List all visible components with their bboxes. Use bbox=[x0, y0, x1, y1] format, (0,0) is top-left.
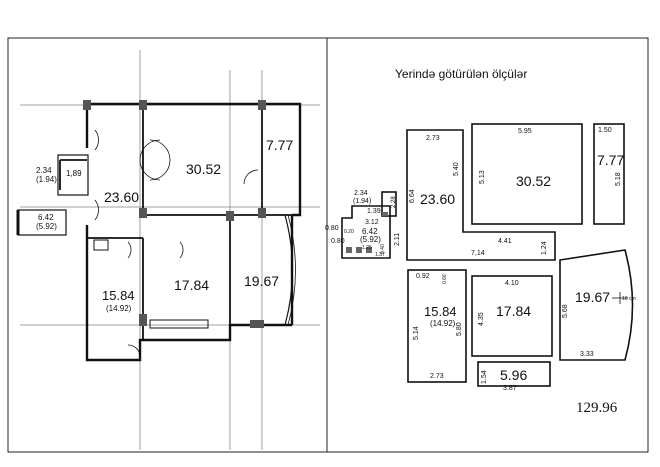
room-label-1-89: 1,89 bbox=[66, 169, 82, 178]
room-shape-6-42 bbox=[341, 205, 391, 259]
bathroom-outline bbox=[57, 154, 89, 196]
room-label-30-52: 30.52 bbox=[186, 161, 221, 177]
area-19-67: 19.67 bbox=[575, 289, 610, 305]
dim-a-top: 2.73 bbox=[426, 135, 440, 142]
dim-e-h: 1.25 bbox=[362, 245, 372, 251]
dim-e-e: 6.42 bbox=[362, 227, 378, 236]
dim-d-d: 2.28 bbox=[391, 196, 397, 208]
room-label-19-67: 19.67 bbox=[244, 273, 279, 289]
dim-c-right: 5.18 bbox=[615, 172, 622, 186]
dim-a-d3: 1.24 bbox=[541, 241, 548, 255]
room-label-5-92: (5.92) bbox=[36, 222, 57, 231]
plan-grid-lines bbox=[20, 50, 320, 450]
area-5-96: 5.96 bbox=[500, 367, 527, 383]
dim-c-top: 1.50 bbox=[598, 127, 612, 134]
dim-a-left: 6.64 bbox=[409, 189, 416, 203]
room-shape-19-67 bbox=[559, 249, 634, 361]
dim-i-bot: 3.87 bbox=[503, 385, 517, 392]
wall-hatches bbox=[83, 100, 266, 328]
room-label-15-84: 15.84 bbox=[102, 288, 135, 303]
dim-e-f: (5.92) bbox=[360, 235, 381, 244]
dim-a-right: 5.40 bbox=[453, 162, 460, 176]
room-shape-30-52 bbox=[471, 123, 583, 225]
dim-e-d: 0.20 bbox=[344, 229, 354, 235]
dim-f-right: 5.80 bbox=[456, 322, 463, 336]
balcony-curve bbox=[284, 214, 294, 326]
total-area: 129.96 bbox=[576, 400, 618, 416]
dim-f-bot: 2.73 bbox=[430, 373, 444, 380]
dim-e-j: 1.37 bbox=[375, 252, 385, 258]
dim-f-b: 0.66 bbox=[442, 274, 448, 284]
page-title: Yerində götürülən ölçülər bbox=[395, 67, 527, 81]
area-23-60: 23.60 bbox=[420, 191, 455, 207]
dim-d-a: 2.34 bbox=[354, 190, 368, 197]
area-7-77: 7.77 bbox=[597, 152, 624, 168]
page-frame bbox=[7, 37, 649, 453]
floor-plan bbox=[16, 50, 320, 450]
room-shape-23-60 bbox=[406, 129, 556, 261]
room-shape-7-77 bbox=[593, 123, 625, 225]
room-shape-5-96 bbox=[477, 361, 551, 387]
dim-b-left: 5.13 bbox=[479, 170, 486, 184]
dim-f-a: 0.92 bbox=[416, 273, 430, 280]
room-label-7-77: 7.77 bbox=[266, 137, 293, 153]
area-30-52: 30.52 bbox=[516, 173, 551, 189]
measured-rooms bbox=[341, 123, 634, 387]
dim-f-left: 5.14 bbox=[413, 326, 420, 340]
room-shape-17-84 bbox=[471, 275, 553, 357]
dim-e-i: 0.40 bbox=[380, 244, 386, 254]
dim-i-left: 1.54 bbox=[481, 370, 488, 384]
room-label-1-94: (1.94) bbox=[36, 175, 57, 184]
door-swings bbox=[94, 129, 259, 356]
dim-d-c: 1.39 bbox=[367, 208, 381, 215]
dim-g-top: 4.10 bbox=[505, 280, 519, 287]
dim-g-left: 4.35 bbox=[478, 312, 485, 326]
dim-e-b: 0.80 bbox=[325, 225, 339, 232]
room-label-17-84: 17.84 bbox=[174, 277, 209, 293]
area-17-84: 17.84 bbox=[496, 303, 531, 319]
room-label-14-92: (14.92) bbox=[106, 304, 132, 313]
dim-h-bot: 3.33 bbox=[580, 351, 594, 358]
room-label-2-34: 2.34 bbox=[36, 166, 52, 175]
dim-e-c: 0.80 bbox=[331, 238, 345, 245]
dim-e-g: 2.11 bbox=[394, 233, 401, 246]
room-label-6-42: 6.42 bbox=[38, 213, 54, 222]
room-shape-15-84 bbox=[407, 269, 467, 383]
area-15-84: 15.84 bbox=[424, 304, 457, 319]
dim-b-top: 5.95 bbox=[518, 128, 532, 135]
room-label-23-60: 23.60 bbox=[104, 189, 139, 205]
dim-a-d2: 7,14 bbox=[471, 250, 485, 257]
dim-a-d1: 4.41 bbox=[498, 238, 512, 245]
dim-h-left: 5.68 bbox=[562, 304, 569, 318]
dim-e-a: 3.12 bbox=[365, 219, 379, 226]
area-14-92: (14.92) bbox=[430, 319, 456, 328]
dim-d-b: (1.94) bbox=[353, 198, 371, 205]
dim-h-note: 10 cm bbox=[622, 296, 636, 302]
interior-walls bbox=[59, 104, 292, 340]
room-shape-2-34 bbox=[381, 191, 397, 217]
